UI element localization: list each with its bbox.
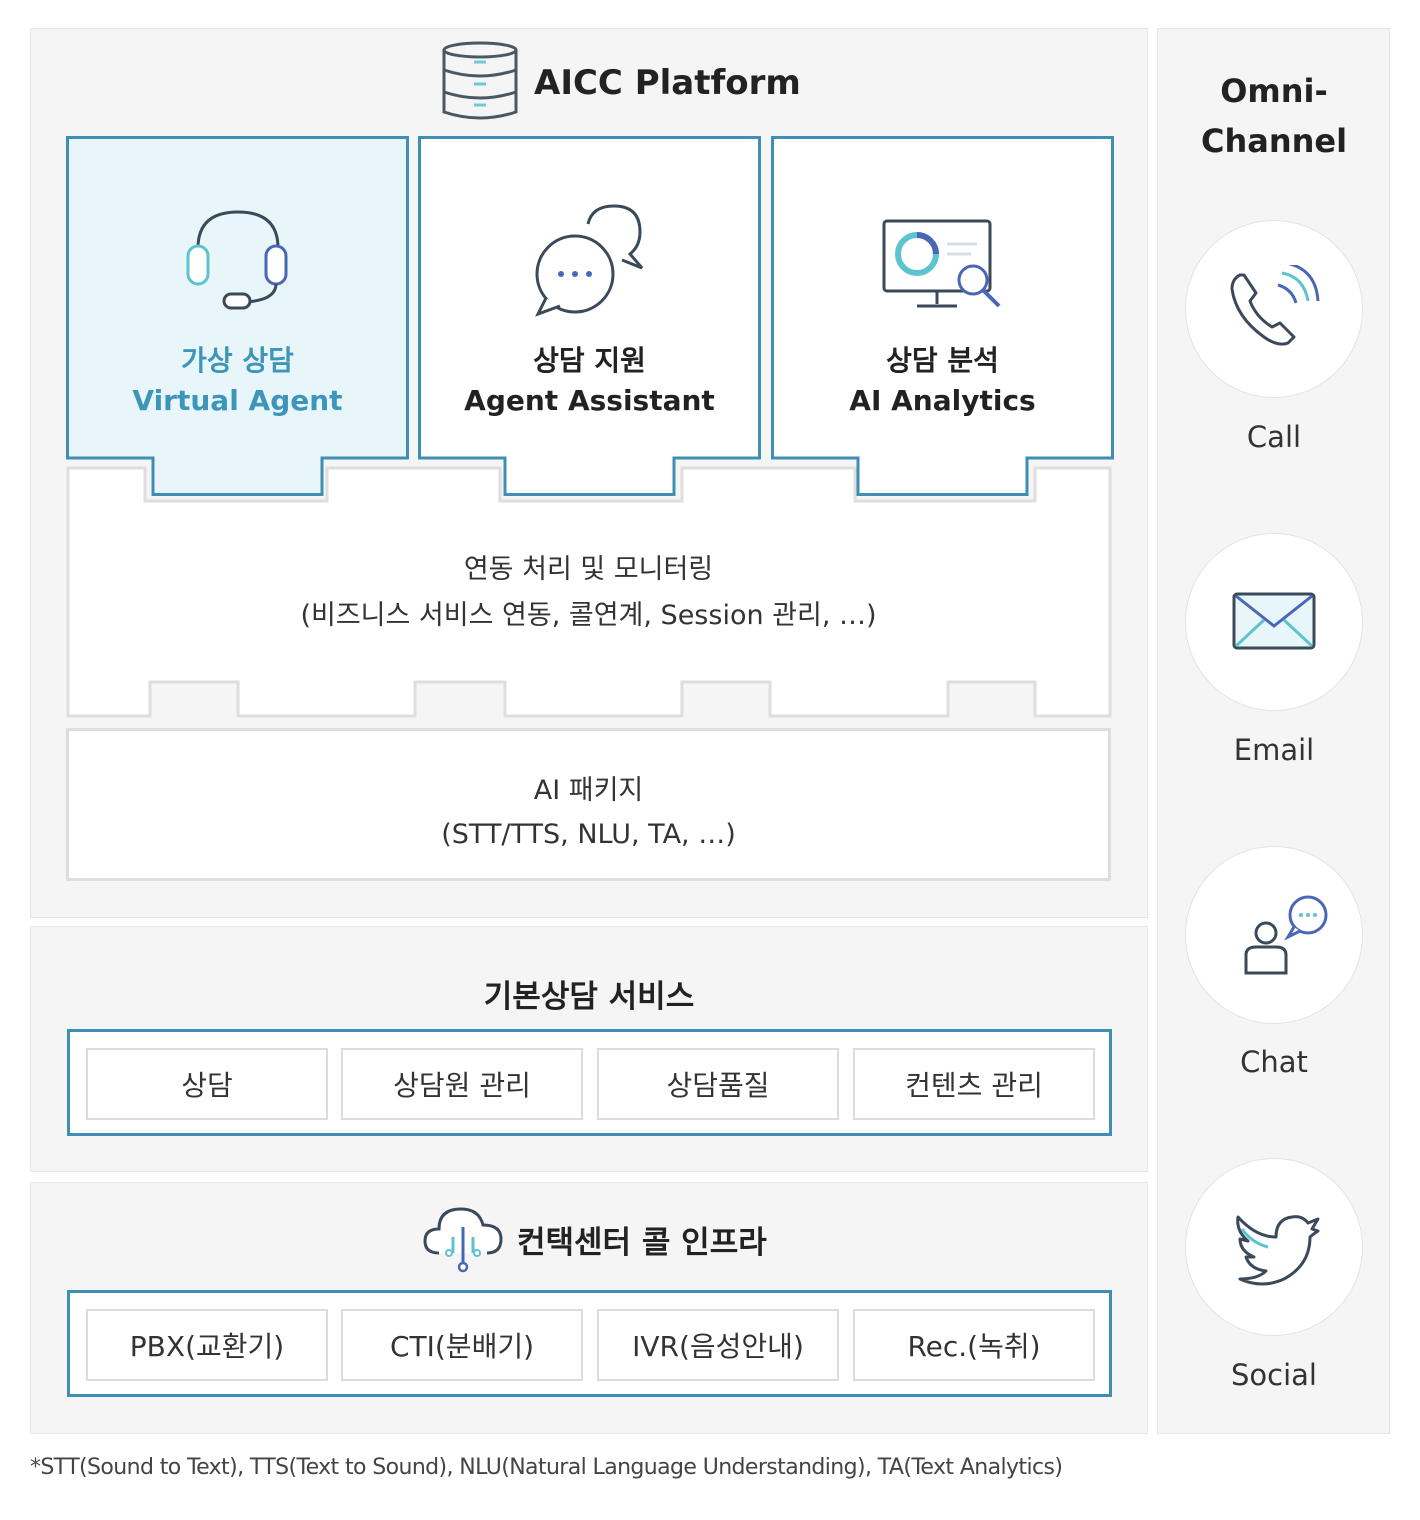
- channel-email-label: Email: [1233, 733, 1315, 767]
- channel-social-label: Social: [1231, 1358, 1317, 1392]
- channel-social: [1185, 1158, 1363, 1336]
- cloud-network-icon: [421, 1197, 505, 1277]
- analytics-monitor-icon: [881, 218, 1005, 318]
- card-virtual-agent-korean: 가상 상담: [181, 344, 294, 377]
- platform-title: AICC Platform: [534, 63, 801, 103]
- card-virtual-agent-english: Virtual Agent: [132, 384, 343, 417]
- card-agent-assistant-korean: 상담 지원: [533, 344, 646, 377]
- card-agent-assistant-frame: [418, 136, 761, 496]
- infra-panel: 컨택센터 콜 인프라 PBX(교환기) CTI(분배기) IVR(음성안내) R…: [30, 1182, 1148, 1434]
- phone-call-icon: [1226, 261, 1322, 359]
- basic-service-item: 상담원 관리: [341, 1048, 583, 1120]
- omni-title-line2: Channel: [1200, 122, 1348, 160]
- channel-chat: [1185, 846, 1363, 1024]
- envelope-icon: [1232, 592, 1318, 656]
- user-chat-icon: [1242, 891, 1332, 985]
- card-ai-analytics-korean: 상담 분석: [886, 344, 999, 377]
- basic-service-item: 상담품질: [597, 1048, 839, 1120]
- infra-item: Rec.(녹취): [853, 1309, 1095, 1381]
- database-icon: [440, 40, 520, 122]
- ai-package-layer: AI 패키지 (STT/TTS, NLU, TA, …): [66, 728, 1111, 881]
- twitter-bird-icon: [1232, 1209, 1322, 1293]
- integration-layer-shape: [66, 466, 1112, 718]
- card-virtual-agent-frame: [66, 136, 409, 496]
- chat-bubbles-icon: [530, 202, 650, 321]
- card-ai-analytics: 상담 분석 AI Analytics: [771, 136, 1114, 496]
- basic-service-item: 상담: [86, 1048, 328, 1120]
- infra-item: PBX(교환기): [86, 1309, 328, 1381]
- infra-item: IVR(음성안내): [597, 1309, 839, 1381]
- ai-package-detail: (STT/TTS, NLU, TA, …): [441, 819, 736, 850]
- integration-title: 연동 처리 및 모니터링: [463, 554, 714, 585]
- channel-chat-label: Chat: [1240, 1045, 1308, 1079]
- infra-box: PBX(교환기) CTI(분배기) IVR(음성안내) Rec.(녹취): [67, 1290, 1112, 1397]
- integration-layer: 연동 처리 및 모니터링 (비즈니스 서비스 연동, 콜연계, Session …: [66, 548, 1111, 648]
- channel-call-label: Call: [1246, 420, 1302, 454]
- channel-call: [1185, 220, 1363, 398]
- basic-service-box: 상담 상담원 관리 상담품질 컨텐츠 관리: [67, 1029, 1112, 1136]
- card-ai-analytics-frame: [771, 136, 1114, 496]
- channel-email: [1185, 533, 1363, 711]
- integration-detail: (비즈니스 서비스 연동, 콜연계, Session 관리, …): [300, 600, 877, 631]
- ai-package-title: AI 패키지: [533, 775, 644, 806]
- infra-title: 컨택센터 콜 인프라: [517, 1225, 767, 1261]
- basic-service-panel: 기본상담 서비스 상담 상담원 관리 상담품질 컨텐츠 관리: [30, 926, 1148, 1172]
- basic-service-title: 기본상담 서비스: [483, 979, 695, 1015]
- omni-title-line1: Omni-: [1220, 72, 1328, 110]
- card-virtual-agent: 가상 상담 Virtual Agent: [66, 136, 409, 496]
- headset-icon: [184, 206, 292, 320]
- basic-service-item: 컨텐츠 관리: [853, 1048, 1095, 1120]
- card-ai-analytics-english: AI Analytics: [849, 384, 1036, 417]
- infra-item: CTI(분배기): [341, 1309, 583, 1381]
- card-agent-assistant: 상담 지원 Agent Assistant: [418, 136, 761, 496]
- footnote: *STT(Sound to Text), TTS(Text to Sound),…: [30, 1455, 1063, 1480]
- card-agent-assistant-english: Agent Assistant: [464, 384, 715, 417]
